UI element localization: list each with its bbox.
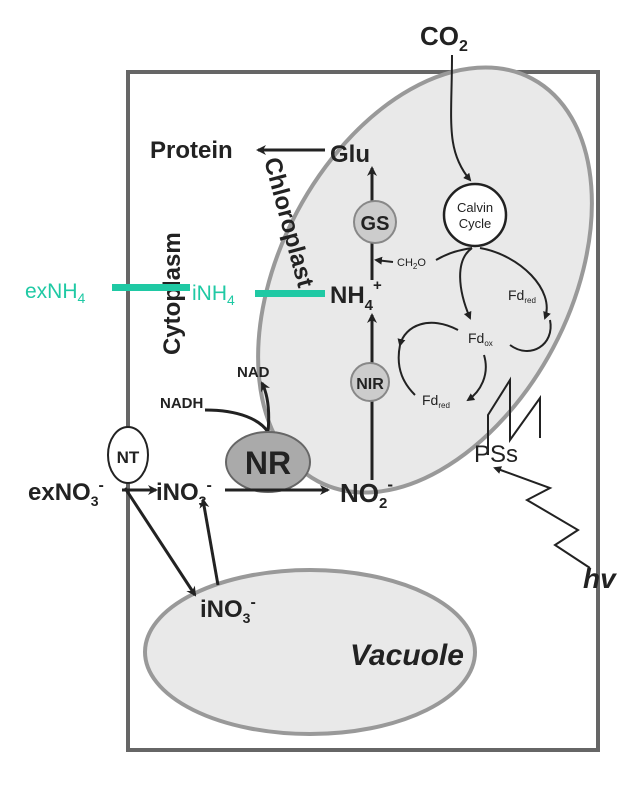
cytoplasm-label: Cytoplasm — [159, 232, 186, 355]
ammonium-transport-bar-1 — [112, 284, 190, 291]
calvin-label-2: Cycle — [459, 216, 492, 231]
ammonium-transport-bar-2 — [255, 290, 325, 297]
nir-enzyme — [350, 362, 390, 402]
nr-enzyme — [225, 431, 311, 493]
glu-label: Glu — [330, 141, 370, 168]
nt-label: NT — [117, 448, 140, 467]
pss-label: PSs — [474, 441, 518, 468]
fd-ox-label: Fdox — [468, 330, 493, 348]
chloroplast — [256, 65, 594, 495]
ch2o-label: CH2O — [397, 257, 426, 271]
ex-no3-label: exNO3- — [28, 477, 104, 509]
co2-label: CO2 — [420, 21, 468, 55]
vacuole-no3-label: iNO3- — [200, 594, 256, 626]
gs-enzyme — [353, 200, 397, 244]
nh4-chloroplast-label: NH4+ — [330, 277, 382, 314]
protein-label: Protein — [150, 137, 233, 164]
vacuole — [143, 568, 477, 736]
vacuole-label: Vacuole — [350, 639, 464, 672]
i-nh4-label: iNH4 — [192, 282, 235, 308]
nir-label: NIR — [356, 376, 384, 393]
calvin-cycle — [442, 182, 508, 248]
nt-transporter — [107, 426, 149, 484]
nadh-label: NADH — [160, 395, 203, 412]
nr-label: NR — [245, 445, 291, 481]
no2-label: NO2- — [340, 475, 393, 512]
hv-label: hv — [583, 563, 617, 594]
fd-red-label-bottom: Fdred — [422, 392, 450, 410]
gs-label: GS — [361, 213, 390, 235]
nad-label: NAD — [237, 364, 270, 381]
fd-red-label-top: Fdred — [508, 287, 536, 305]
ex-nh4-label: exNH4 — [25, 280, 86, 306]
calvin-label-1: Calvin — [457, 200, 493, 215]
